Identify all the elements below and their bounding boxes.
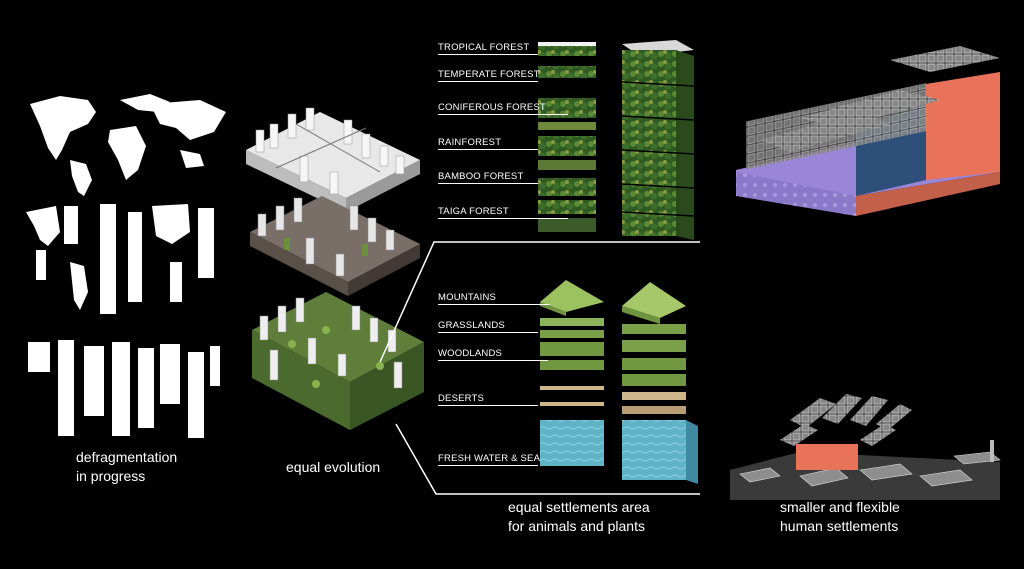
caption-equal-evolution: equal evolution xyxy=(286,459,381,475)
label-mountains: MOUNTAINS xyxy=(438,292,550,305)
connector-lines xyxy=(379,241,700,495)
human-settlements-scene xyxy=(730,394,1001,500)
label-rainforest: RAINFOREST xyxy=(438,137,538,150)
label-bamboo-forest: BAMBOO FOREST xyxy=(438,171,538,184)
world-map-defragmented xyxy=(28,340,220,438)
label-temperate-forest: TEMPERATE FOREST xyxy=(438,69,540,82)
settlement-block-colored xyxy=(736,46,1000,216)
label-woodlands: WOODLANDS xyxy=(438,348,548,361)
forest-stack-block xyxy=(621,40,695,240)
label-grasslands: GRASSLANDS xyxy=(438,320,538,333)
label-taiga-forest: TAIGA FOREST xyxy=(438,206,568,219)
label-tropical-forest: TROPICAL FOREST xyxy=(438,42,538,55)
world-map-intact xyxy=(30,94,226,196)
label-coniferous-forest: CONIFEROUS FOREST xyxy=(438,102,568,115)
city-block-mixed xyxy=(250,196,420,296)
city-block-white xyxy=(246,107,420,212)
city-block-green xyxy=(252,292,424,430)
biome-layer-strips xyxy=(540,280,604,466)
world-map-fragmenting xyxy=(26,204,214,314)
label-deserts: DESERTS xyxy=(438,393,538,406)
caption-human-settlements: smaller and flexible human settlements xyxy=(780,499,900,534)
biome-stack-block xyxy=(622,282,698,484)
label-fresh-water-sea: FRESH WATER & SEA xyxy=(438,453,541,466)
caption-equal-settlements: equal settlements area for animals and p… xyxy=(508,499,650,534)
caption-defragmentation: defragmentation in progress xyxy=(76,449,178,484)
forest-layer-strips xyxy=(538,42,596,232)
